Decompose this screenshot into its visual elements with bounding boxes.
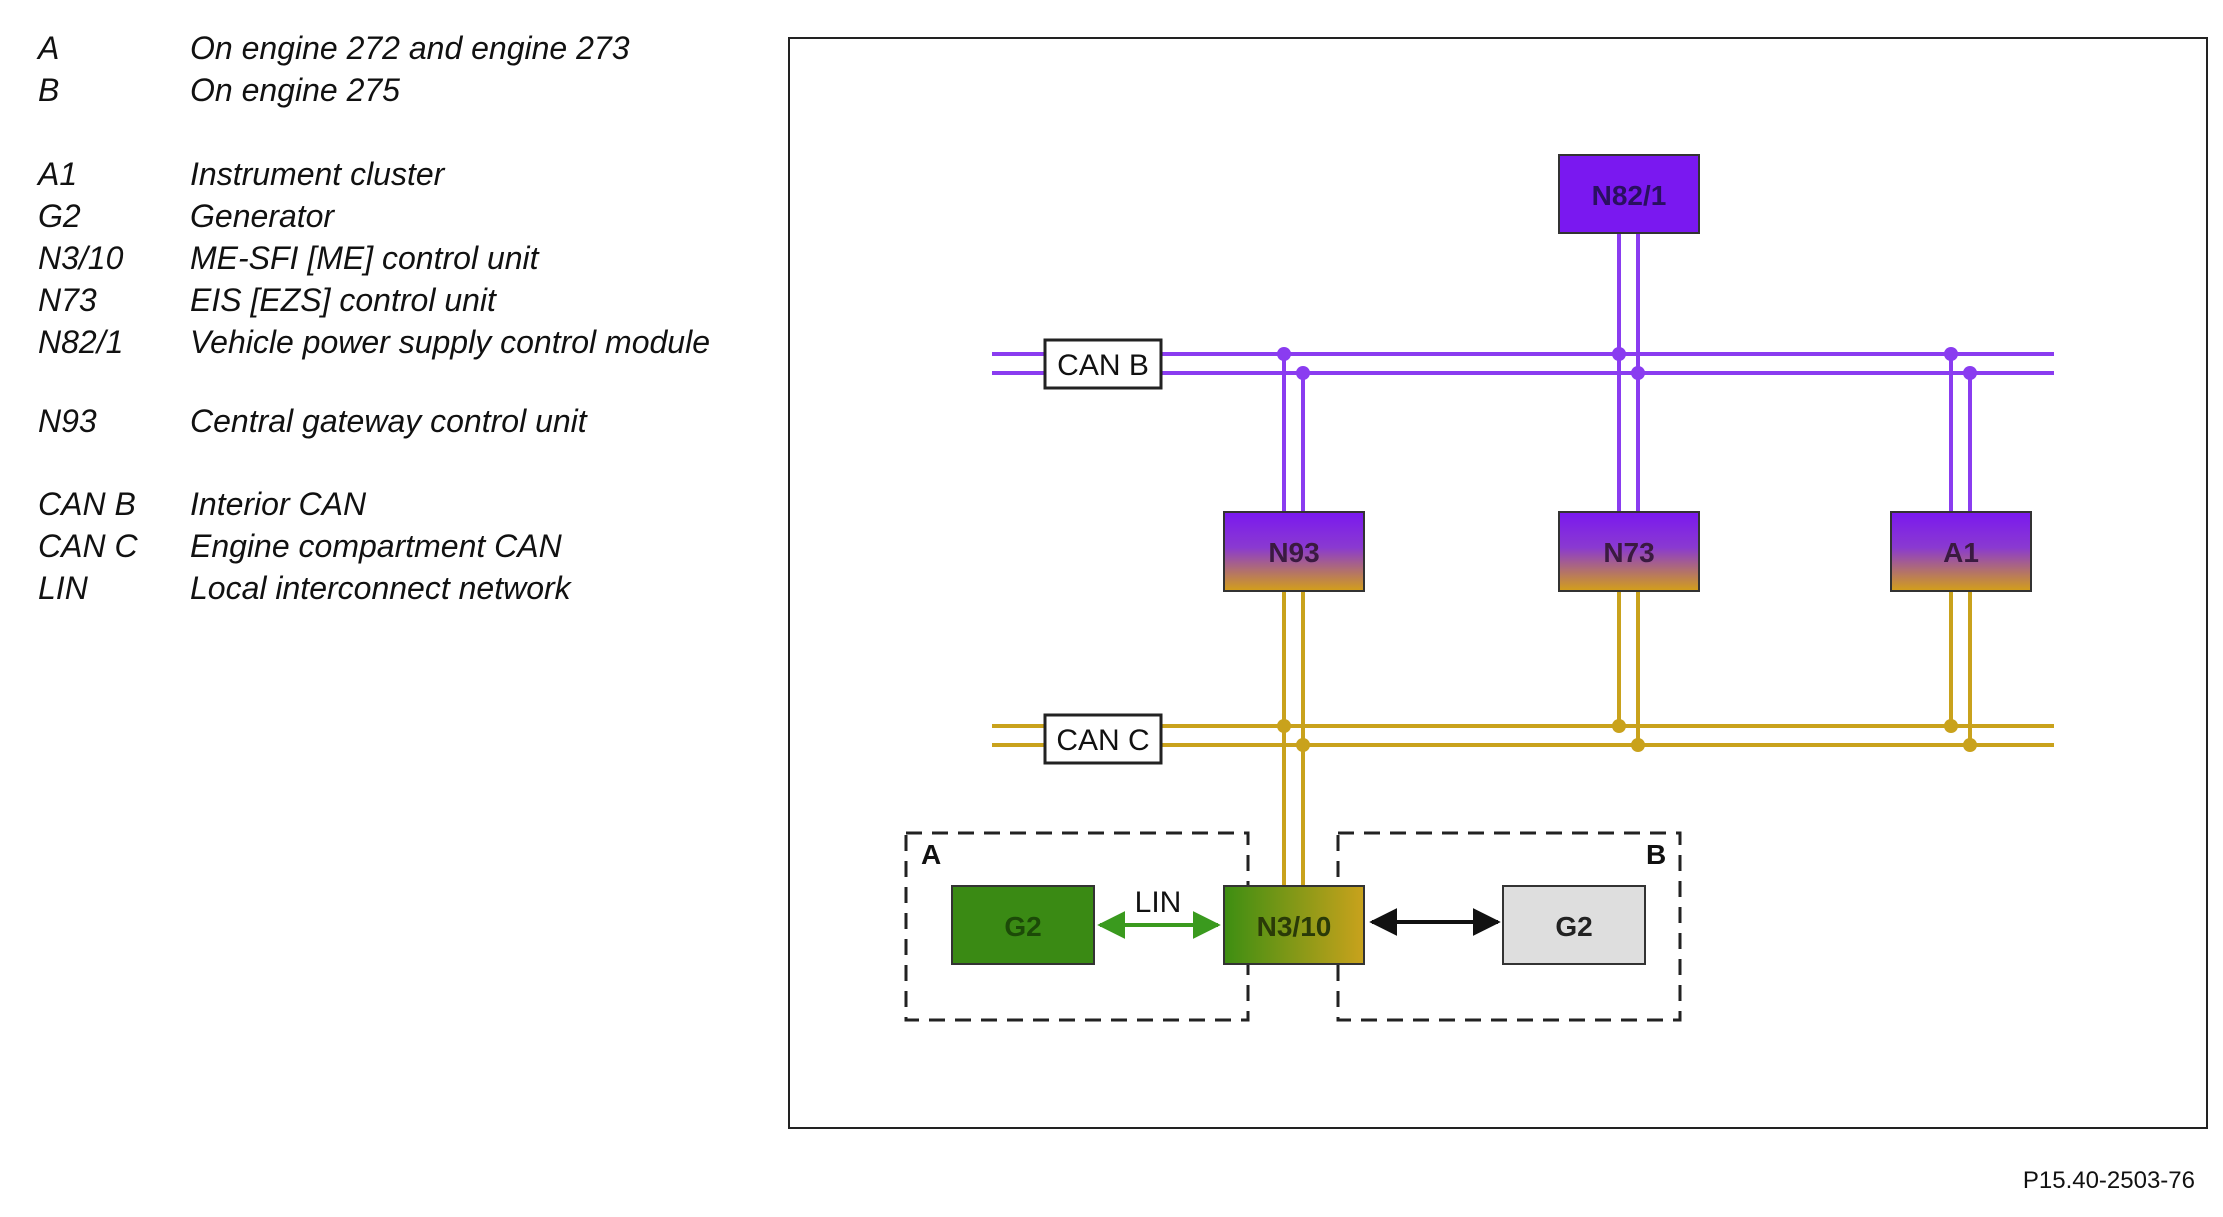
- unit-n3-10-label: N3/10: [1257, 911, 1332, 942]
- can-c-junctions: [1277, 719, 1977, 752]
- can-b-label: CAN B: [1043, 338, 1163, 390]
- variant-box-a-label: A: [921, 839, 941, 870]
- legend-code: N73: [38, 282, 97, 318]
- unit-a1: A1: [1890, 511, 2032, 592]
- unit-n82-1: N82/1: [1558, 154, 1700, 234]
- unit-n93: N93: [1223, 511, 1365, 592]
- diagram-frame: [788, 37, 2208, 1129]
- unit-n82-1-label: N82/1: [1592, 180, 1667, 211]
- legend-code: B: [38, 72, 60, 108]
- legend-desc: Interior CAN: [190, 486, 367, 522]
- variant-box-b-label: B: [1646, 839, 1666, 870]
- legend-desc: On engine 272 and engine 273: [190, 30, 630, 66]
- can-b-bus: [992, 233, 2054, 512]
- can-b-label-text: CAN B: [1057, 349, 1149, 382]
- legend-code: A1: [38, 156, 78, 192]
- legend-desc: ME-SFI [ME] control unit: [190, 240, 539, 276]
- legend-code: G2: [38, 198, 81, 234]
- legend-code: CAN C: [38, 528, 138, 564]
- unit-g2-b: G2: [1502, 885, 1646, 965]
- legend-desc: EIS [EZS] control unit: [190, 282, 496, 318]
- unit-a1-label: A1: [1943, 537, 1979, 568]
- legend-desc: Central gateway control unit: [190, 403, 587, 439]
- unit-n93-label: N93: [1268, 537, 1319, 568]
- unit-n3-10: N3/10: [1223, 885, 1365, 965]
- lin-label: LIN: [1135, 886, 1182, 919]
- lin-link: LIN: [1097, 886, 1221, 939]
- legend-desc: Generator: [190, 198, 335, 234]
- legend-code: N3/10: [38, 240, 124, 276]
- legend-code: N93: [38, 403, 97, 439]
- legend-code: LIN: [38, 570, 88, 606]
- variant-box-a: A: [904, 831, 1250, 1022]
- unit-g2-a-label: G2: [1004, 911, 1041, 942]
- legend-code: N82/1: [38, 324, 124, 360]
- legend-desc: Vehicle power supply control module: [190, 324, 710, 360]
- can-c-label: CAN C: [1043, 713, 1163, 765]
- legend-desc: On engine 275: [190, 72, 400, 108]
- unit-g2-a: G2: [951, 885, 1095, 965]
- legend-desc: Engine compartment CAN: [190, 528, 562, 564]
- unit-n73: N73: [1558, 511, 1700, 592]
- figure-id: P15.40-2503-76: [2022, 1167, 2195, 1194]
- can-c-label-text: CAN C: [1056, 724, 1149, 757]
- unit-g2-b-label: G2: [1555, 911, 1592, 942]
- legend-code: CAN B: [38, 486, 136, 522]
- can-b-junctions: [1277, 347, 1977, 380]
- legend-code: A: [38, 30, 60, 66]
- legend-desc: Instrument cluster: [190, 156, 445, 192]
- unit-n73-label: N73: [1603, 537, 1654, 568]
- legend-desc: Local interconnect network: [190, 570, 571, 606]
